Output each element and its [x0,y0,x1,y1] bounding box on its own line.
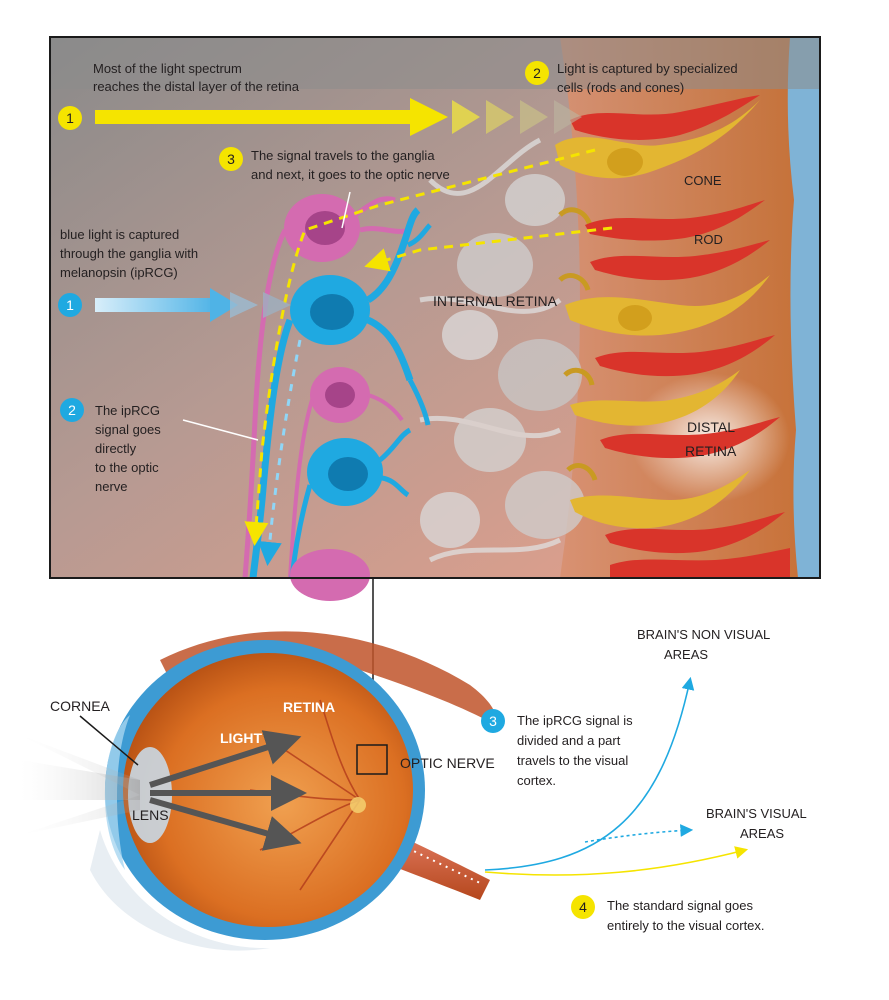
step4-yellow: 4 The standard signal goes entirely to t… [571,895,765,933]
blue-intro: blue light is captured through the gangl… [60,227,198,280]
blue-intro-line1: blue light is captured [60,227,179,242]
step2-yellow-num: 2 [533,65,541,81]
step-badge-blue-icon [60,398,84,422]
step3-blue-line4: cortex. [517,773,556,788]
brain-paths [484,676,749,876]
step2-blue-num: 2 [68,402,76,418]
retina-focus-box [356,744,388,775]
eye-label-cornea: CORNEA [50,698,111,714]
signal-paths [244,148,613,566]
step3-blue: 3 The ipRCG signal is divided and a part… [481,709,633,788]
eye-label-retina: RETINA [283,699,335,715]
internal-retina-cells [419,137,585,563]
step3-blue-line3: travels to the visual [517,753,628,768]
step2-blue-line1: The ipRCG [95,403,160,418]
step1-blue: 1 [58,293,82,317]
label-rod: ROD [694,232,723,247]
step2-blue-line4: to the optic [95,460,159,475]
step3-yellow: 3 The signal travels to the ganglia and … [219,147,450,182]
step3-yellow-line2: and next, it goes to the optic nerve [251,167,450,182]
step3-blue-line2: divided and a part [517,733,621,748]
step2-yellow: 2 Light is captured by specialized cells… [525,61,738,95]
zoom-frame [49,36,821,579]
blue-intro-line3: melanopsin (ipRCG) [60,265,178,280]
pointer-step3 [341,191,351,229]
brain-visual-line1: BRAIN'S VISUAL [706,806,807,821]
light-beams [20,730,307,851]
step2-blue-line2: signal goes [95,422,161,437]
step2-blue-line3: directly [95,441,137,456]
step1-yellow-num: 1 [66,110,74,126]
cone-cells [555,100,770,529]
step2-yellow-line2: cells (rods and cones) [557,80,684,95]
step4-yellow-line1: The standard signal goes [607,898,753,913]
label-distal-2: RETINA [685,443,737,459]
step4-yellow-line2: entirely to the visual cortex. [607,918,765,933]
step-badge-blue-icon [481,709,505,733]
pointer-step2 [182,419,259,441]
step-badge-blue-icon [58,293,82,317]
label-internal-retina: INTERNAL RETINA [433,293,558,309]
label-distal-1: DISTAL [687,419,735,435]
yellow-light-arrow [95,98,582,136]
step-badge-yellow-icon [219,147,243,171]
step1-yellow: 1 Most of the light spectrum reaches the… [58,61,300,130]
eye-label-optic-nerve: OPTIC NERVE [400,755,495,771]
step2-yellow-line1: Light is captured by specialized [557,61,738,76]
rod-cells [570,95,790,578]
step3-yellow-line1: The signal travels to the ganglia [251,148,435,163]
step3-blue-line1: The ipRCG signal is [517,713,633,728]
step-badge-yellow-icon [571,895,595,919]
step1-yellow-line2: reaches the distal layer of the retina [93,79,300,94]
step-badge-yellow-icon [58,106,82,130]
eye-label-light: LIGHT [220,730,262,746]
brain-nonvisual-line1: BRAIN'S NON VISUAL [637,627,770,642]
brain-nonvisual-line2: AREAS [664,647,708,662]
step1-blue-num: 1 [66,297,74,313]
step-badge-yellow-icon [525,61,549,85]
step4-yellow-num: 4 [579,899,587,915]
blue-intro-line2: through the ganglia with [60,246,198,261]
step3-yellow-num: 3 [227,151,235,167]
blue-light-arrow [95,288,291,322]
cornea-pointer [79,715,139,766]
step3-blue-num: 3 [489,713,497,729]
label-cone: CONE [684,173,722,188]
ganglion-cells [242,194,432,601]
step2-blue: 2 The ipRCG signal goes directly to the … [60,398,161,494]
eye-label-lens: LENS [132,807,169,823]
step1-yellow-line1: Most of the light spectrum [93,61,242,76]
step2-blue-line5: nerve [95,479,128,494]
brain-visual-line2: AREAS [740,826,784,841]
